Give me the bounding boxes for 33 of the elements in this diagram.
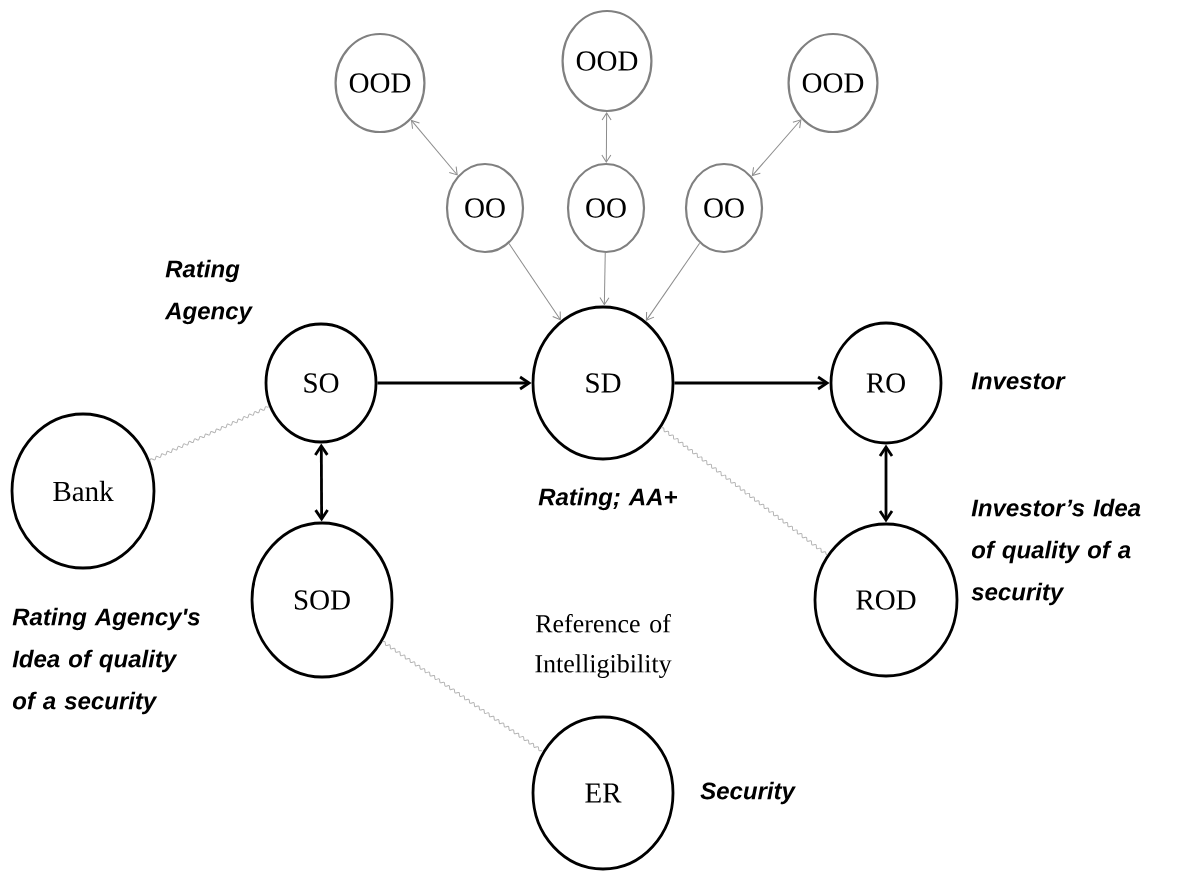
arrow	[508, 243, 561, 321]
ellipse-node: SOD	[250, 521, 394, 679]
ellipse-node: OOD	[787, 32, 879, 134]
node-caption: Rating Agency's Idea of quality of a security	[12, 607, 200, 715]
ellipse-node: SO	[264, 322, 378, 444]
ellipse-node: OO	[445, 162, 525, 254]
node-caption: Investor	[971, 372, 1066, 390]
ellipse-node: SD	[531, 305, 675, 461]
wavy-line	[660, 427, 828, 556]
text-label: Reference of Intelligibility	[535, 614, 672, 678]
arrow	[751, 119, 802, 176]
arrow	[377, 375, 532, 391]
node-caption: Rating; AA+	[538, 487, 677, 511]
wavy-line	[149, 406, 270, 462]
ellipse-node: RO	[829, 321, 943, 445]
arrow	[599, 252, 610, 306]
ellipse-node: Bank	[10, 412, 156, 570]
wavy-line	[382, 640, 544, 753]
arrow	[314, 443, 329, 522]
ellipse-node: OO	[566, 162, 646, 254]
arrow	[601, 112, 612, 163]
arrow	[645, 242, 701, 321]
arrow	[878, 444, 894, 523]
ellipse-node: ER	[531, 715, 675, 871]
node-caption: Security	[700, 781, 796, 805]
ellipse-node: ROD	[813, 522, 959, 678]
ellipse-node: OO	[684, 162, 764, 254]
arrow	[674, 375, 830, 391]
ellipse-node: OOD	[334, 32, 426, 134]
ellipse-node: OOD	[561, 9, 653, 113]
node-caption: Investor’s Idea of quality of a security	[971, 498, 1141, 606]
arrow	[411, 120, 458, 176]
node-caption: Rating Agency	[164, 259, 253, 325]
